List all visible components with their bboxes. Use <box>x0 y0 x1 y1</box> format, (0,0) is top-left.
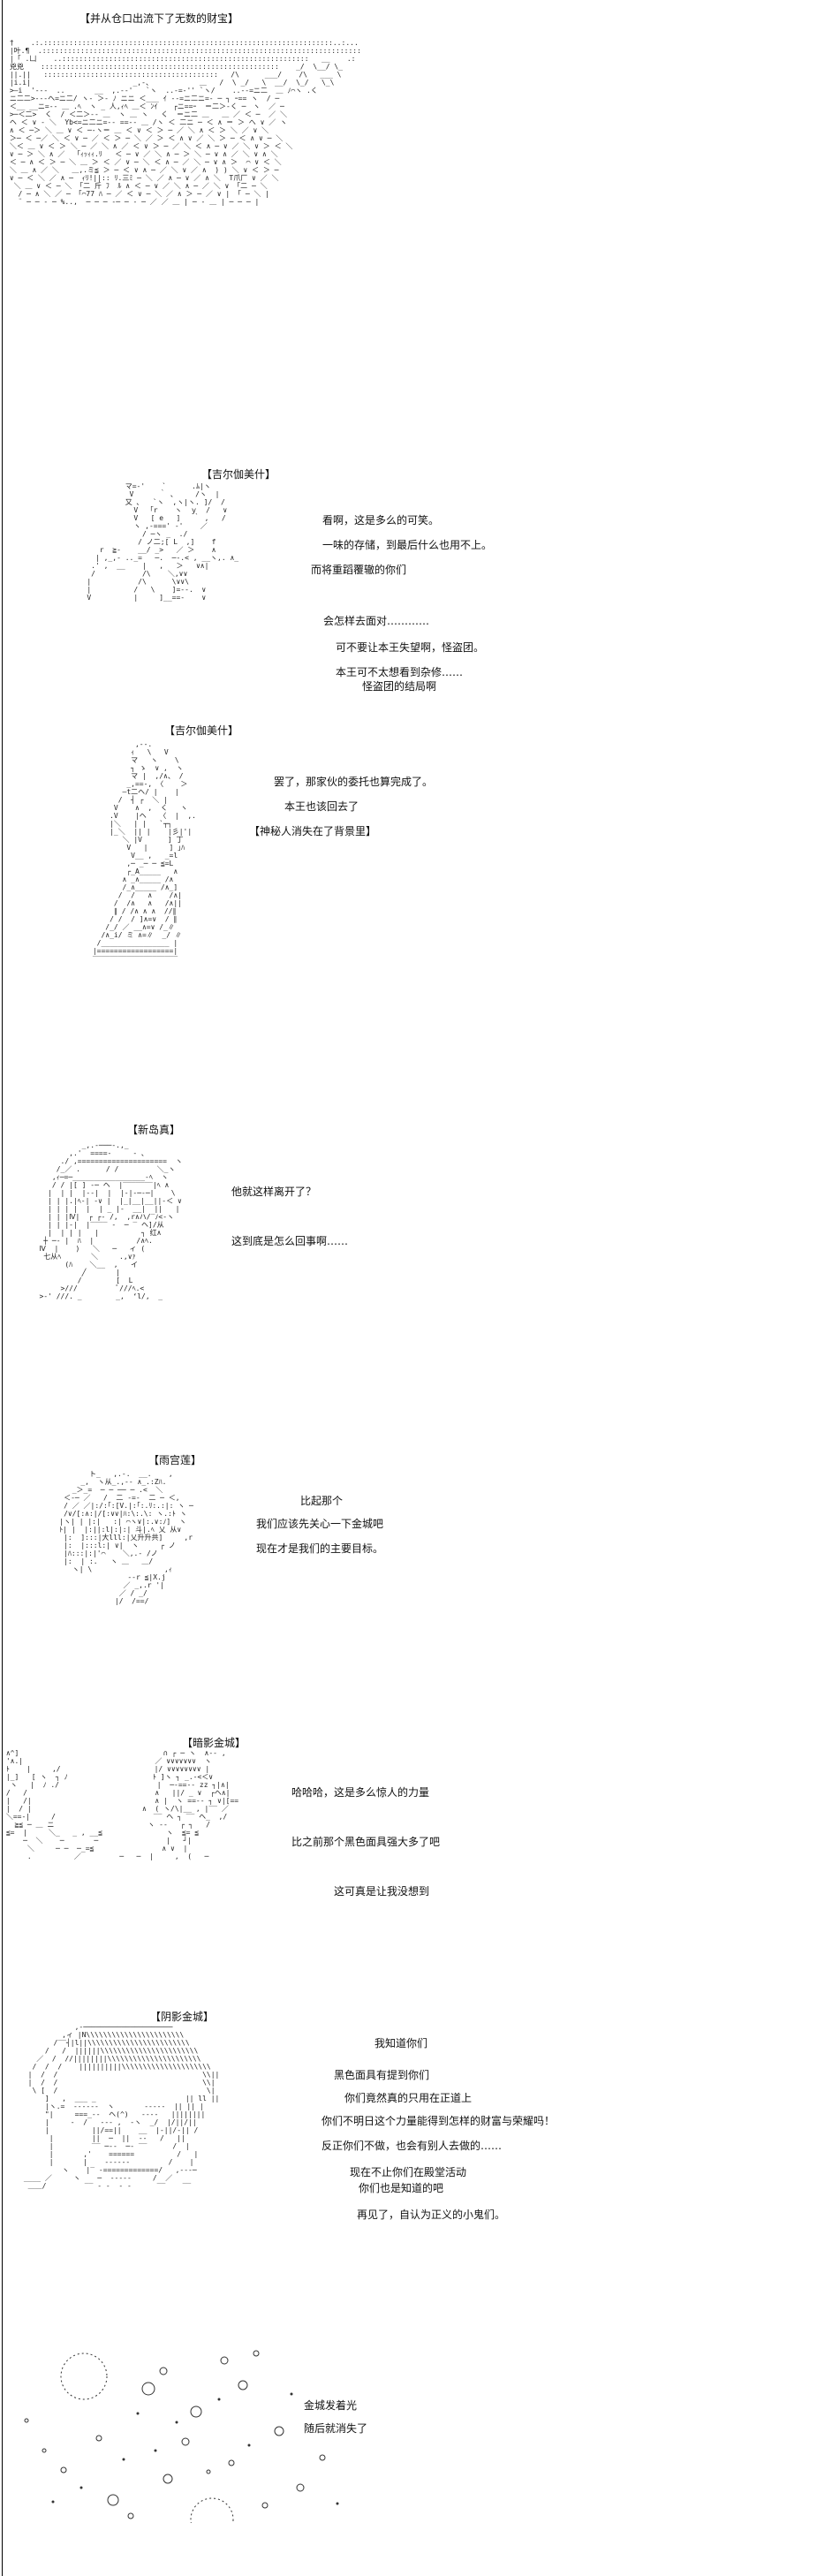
shadow-line-6: 你们竟然真的只用在正道上 <box>344 2092 473 2104</box>
gilgamesh-line-3: 而将重蹈覆辙的你们 <box>311 564 407 576</box>
left-margin-rule <box>2 0 3 2576</box>
makoto-line-1: 他就这样离开了？ <box>231 1186 317 1198</box>
ren-line-2: 我们应该先关心一下金城吧 <box>256 1518 384 1530</box>
shadow-line-8: 反正你们不做，也会有别人去做的…… <box>322 2140 503 2152</box>
panel-gilgamesh-2: 【吉尔伽美什】 ,--. ｨ \ V マ ヽ \ ┐ ゝ ∨ , ヽ マ | ,… <box>0 724 817 1104</box>
shadow-line-11: 再见了，自认为正义的小鬼们。 <box>357 2209 506 2221</box>
light-particles <box>24 2350 339 2523</box>
ren-line-1: 比起那个 <box>300 1495 344 1507</box>
gilgamesh-line-1: 看啊，这是多么的可笑。 <box>322 514 440 527</box>
panel-makoto: 【新岛真】 _,.-───-.,_ ,.' ====- ‐ ､ ./ ,====… <box>0 1124 817 1442</box>
narration-disappear: 随后就消失了 <box>304 2422 368 2435</box>
narration-vanish: 【神秘人消失在了背景里】 <box>249 825 377 837</box>
panel-ren: 【雨宫莲】 ト_ ,.-. __. , _, ヽ从_.,-- ∧_.:Zﾊ. _… <box>0 1454 817 1703</box>
gilgamesh-line-2: 一味的存储，到最后什么也用不上。 <box>322 539 493 551</box>
ren-line-3: 现在才是我们的主要目标。 <box>256 1542 384 1555</box>
speaker-label: 【吉尔伽美什】 <box>201 468 276 481</box>
speaker-label: 【雨宫莲】 <box>148 1454 202 1466</box>
shadow-line-4: 我知道你们 <box>374 2037 428 2049</box>
shadow-line-2: 比之前那个黑色面具强大多了吧 <box>291 1836 441 1848</box>
speaker-label: 【新岛真】 <box>127 1124 181 1136</box>
makoto-line-2: 这到底是怎么回事啊…… <box>231 1235 349 1247</box>
gilgamesh-standing-art: ,--. ｨ \ V マ ヽ \ ┐ ゝ ∨ , ヽ マ | ,/∧、 / _,… <box>92 740 196 963</box>
shadow-line-3: 这可真是让我没想到 <box>334 1885 430 1898</box>
caption-treasure-flood: 【并从仓口出流下了无数的财宝】 <box>79 12 239 25</box>
gilgamesh-line-7: 怪盗团的结局啊 <box>362 680 437 693</box>
gilgamesh-line-8: 罢了，那家伙的委托也算完成了。 <box>274 776 434 788</box>
panel-gilgamesh-1: 【吉尔伽美什】 マ=-' ` .ﾑ|ヽ V ｀ ､ /ヽ | 又 ､ `ヽ ,ヽ… <box>0 468 817 724</box>
panel-shadow-kaneshiro-1: 【暗影金城】 ∧^] ∩ ┌ ─ ヽ ∧-- , '∧.| ／ ∨∨∨∨∨∨∨ … <box>0 1737 817 1966</box>
shadow-line-10: 你们也是知道的吧 <box>359 2182 444 2194</box>
gilgamesh-line-5: 可不要让本王失望啊，怪盗团。 <box>336 641 485 654</box>
gilgamesh-art: マ=-' ` .ﾑ|ヽ V ｀ ､ /ヽ | 又 ､ `ヽ ,ヽ|ヽ. ]/ /… <box>87 482 239 602</box>
speaker-label: 【暗影金城】 <box>182 1737 246 1749</box>
gilgamesh-line-9: 本王也该回去了 <box>284 800 359 813</box>
shadow-line-9: 现在不止你们在殿堂活动 <box>350 2166 467 2178</box>
gilgamesh-line-4: 会怎样去面对………… <box>323 615 430 627</box>
gilgamesh-line-6: 本王可不太想看到杂修…… <box>336 666 464 678</box>
narration-glow: 金城发着光 <box>304 2399 358 2412</box>
shadow-kaneshiro-face-art: ,-───────────────────── ,ィ |N\\\\\\\\\\\… <box>23 2023 220 2190</box>
shadow-line-1: 哈哈哈，这是多么惊人的力量 <box>291 1786 430 1799</box>
shadow-line-7: 你们不明日这个力量能得到怎样的财富与荣耀吗！ <box>322 2115 556 2127</box>
ren-art: ト_ ,.-. __. , _, ヽ从_.,-- ∧_.:Zﾊ. _＞_= ─ … <box>59 1470 193 1605</box>
panel-vanish: 金城发着光 随后就消失了 <box>0 2346 817 2558</box>
panel-shadow-kaneshiro-2: 【阴影金城】 ,-───────────────────── ,ィ |N\\\\… <box>0 2011 817 2320</box>
shadow-line-5: 黑色面具有提到你们 <box>334 2069 430 2081</box>
makoto-art: _,.-───-.,_ ,.' ====- ‐ ､ ./ ,==========… <box>39 1141 183 1300</box>
speaker-label: 【吉尔伽美什】 <box>164 724 239 737</box>
panel-treasure-flood: 【并从仓口出流下了无数的财宝】 † .:.:::::::::::::::::::… <box>0 0 817 415</box>
speaker-label: 【阴影金城】 <box>150 2011 215 2023</box>
shadow-kaneshiro-art: ∧^] ∩ ┌ ─ ヽ ∧-- , '∧.| ／ ∨∨∨∨∨∨∨ ヽ ﾄ | ,… <box>5 1749 239 1860</box>
treasure-art: † .:.:::::::::::::::::::::::::::::::::::… <box>9 39 361 206</box>
